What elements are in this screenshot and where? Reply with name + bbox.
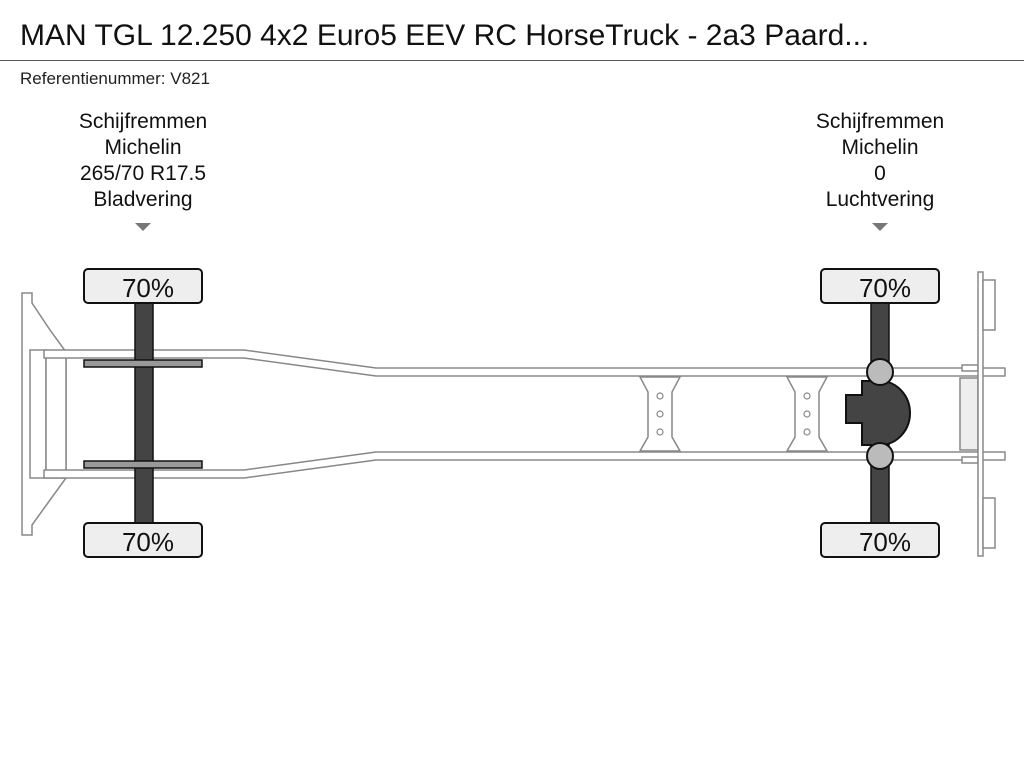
chassis-rail-top <box>43 349 1006 377</box>
rear-axle-tire-brand: Michelin <box>841 136 919 159</box>
front-axle: 70% 70% <box>83 268 203 558</box>
reference-value: V821 <box>170 69 210 88</box>
rear-axle-tire-size: 0 <box>874 162 886 185</box>
front-left-tire <box>83 268 203 304</box>
chassis-rail-bottom <box>43 451 1006 479</box>
front-bumper <box>21 292 67 536</box>
rear-axle-marker-icon <box>872 223 888 231</box>
front-axle-brake: Schijfremmen <box>78 110 208 133</box>
rear-axle-info: Schijfremmen Michelin 0 Luchtvering <box>770 109 990 213</box>
front-axle-tire-size: 265/70 R17.5 <box>79 162 207 185</box>
rear-hub-top <box>866 358 894 386</box>
differential-icon <box>845 380 911 446</box>
rear-end-assembly <box>959 271 996 557</box>
reference-number: Referentienummer: V821 <box>20 68 210 90</box>
front-axle-shaft <box>134 299 154 527</box>
cross-member-2 <box>785 376 829 452</box>
front-leaf-spring-bottom <box>83 460 203 469</box>
cross-member-1 <box>638 376 682 452</box>
title-divider <box>0 60 1024 61</box>
front-leaf-spring-top <box>83 359 203 368</box>
front-axle-info: Schijfremmen Michelin 265/70 R17.5 Bladv… <box>33 109 253 213</box>
rear-right-tread: 70% <box>859 527 911 557</box>
front-axle-tire-brand: Michelin <box>104 136 182 159</box>
reference-label: Referentienummer: <box>20 69 166 88</box>
front-axle-suspension: Bladvering <box>93 188 193 211</box>
chassis-frame <box>43 349 1006 479</box>
front-right-tread: 70% <box>122 527 174 557</box>
rear-axle-brake: Schijfremmen <box>815 110 945 133</box>
front-axle-marker-icon <box>135 223 151 231</box>
front-left-tread: 70% <box>122 273 174 303</box>
front-right-tire <box>83 522 203 558</box>
rear-left-tire <box>820 268 940 304</box>
rear-hub-bottom <box>866 442 894 470</box>
rear-left-tread: 70% <box>859 273 911 303</box>
rear-axle: 70% 70% <box>820 268 940 558</box>
rear-axle-suspension: Luchtvering <box>825 188 935 211</box>
rear-right-tire <box>820 522 940 558</box>
